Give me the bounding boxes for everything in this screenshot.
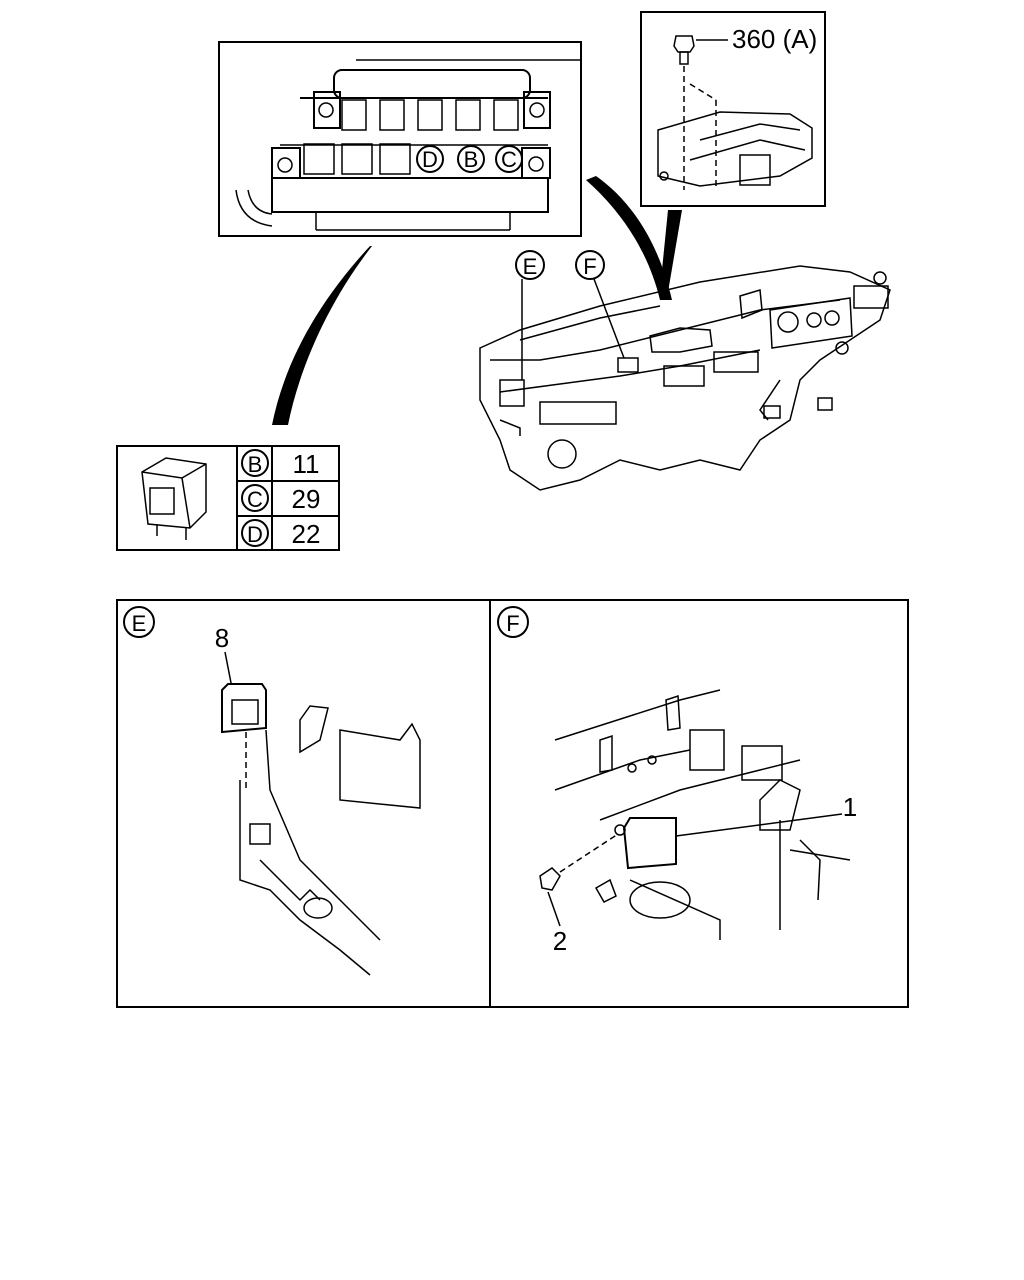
dashboard-overview [479, 265, 891, 491]
relay-block-detail: D B C [218, 41, 582, 237]
panel-f-label: F [506, 611, 519, 636]
part-ref-label: 360 (A) [732, 24, 817, 54]
panel-e-callout: 8 [215, 623, 229, 653]
table-ref-c-circle [241, 484, 269, 512]
block-label-d: D [422, 147, 438, 172]
table-ref-d-circle [241, 519, 269, 547]
table-ref-d: D [247, 522, 263, 547]
view-marker-f [575, 250, 605, 280]
table-ref-c: C [247, 487, 263, 512]
detail-panels-frame [116, 599, 909, 1008]
block-label-b: B [464, 147, 479, 172]
pointer-wedge-right [660, 210, 682, 292]
table-value-c: 29 [292, 484, 321, 514]
block-label-c: C [501, 147, 517, 172]
panel-e-marker [123, 606, 155, 638]
pointer-wedge-left [272, 246, 372, 425]
relay-table: B 11 C 29 D 22 [116, 445, 340, 551]
view-marker-e [515, 250, 545, 280]
panel-f-callout-relay: 1 [843, 792, 857, 822]
table-value-d: 22 [292, 519, 321, 549]
label-b-circle [457, 145, 485, 173]
label-d-circle [416, 145, 444, 173]
pointer-wedge-center [586, 176, 672, 300]
panel-e: E 8 [123, 606, 421, 976]
view-label-f: F [583, 254, 596, 279]
relay-icon [141, 457, 207, 540]
panel-f-callout-bolt: 2 [553, 926, 567, 956]
panel-e-label: E [132, 611, 147, 636]
panel-f-marker [497, 606, 529, 638]
bolt-detail: 360 (A) [640, 11, 826, 207]
panel-f: F 1 2 [497, 606, 857, 956]
view-label-e: E [523, 254, 538, 279]
table-ref-b: B [248, 452, 263, 477]
label-c-circle [495, 145, 523, 173]
table-value-b: 11 [293, 449, 320, 479]
table-ref-b-circle [241, 449, 269, 477]
